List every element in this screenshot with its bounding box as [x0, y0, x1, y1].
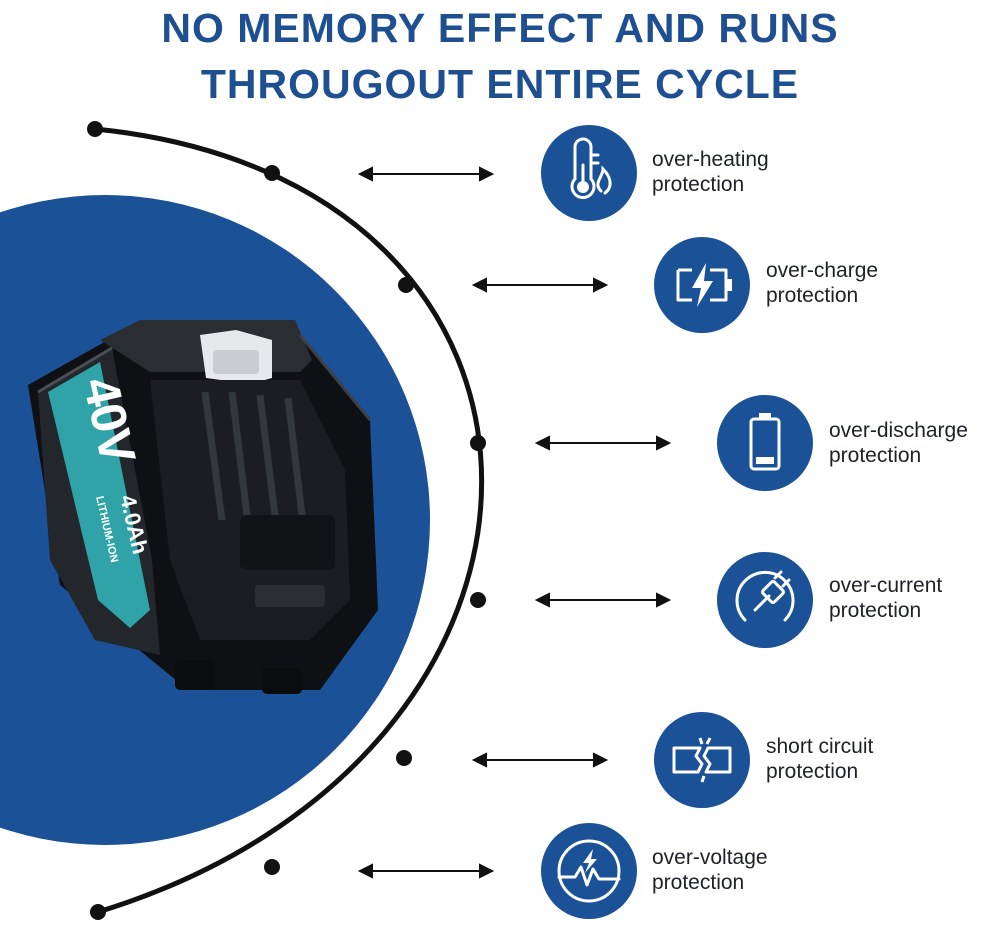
headline-line-2: THROUGOUT ENTIRE CYCLE [200, 61, 800, 107]
feature-over-heating-subtitle: protection [652, 173, 745, 196]
voltage-spike-icon [541, 823, 637, 919]
arrow-6 [357, 863, 495, 879]
feature-over-voltage-subtitle: protection [652, 871, 745, 894]
feature-over-current-title: over-current [829, 574, 943, 597]
protection-arc [92, 126, 484, 915]
arrow-4 [534, 592, 672, 608]
feature-over-discharge: over-discharge protection [829, 418, 968, 468]
battery-low-icon [717, 395, 813, 491]
arc-node-end [90, 904, 106, 920]
headline: NO MEMORY EFFECT AND RUNS THROUGOUT ENTI… [0, 0, 1000, 112]
feature-short-circuit-subtitle: protection [766, 760, 859, 783]
arc-node-6 [264, 859, 280, 875]
arc-node-2 [398, 277, 414, 293]
feature-over-current-subtitle: protection [829, 599, 922, 622]
battery-pack-image: 40V 4.0Ah LITHIUM-ION [28, 320, 378, 694]
arc-node-3 [470, 435, 486, 451]
feature-over-heating: over-heating protection [652, 147, 769, 197]
thermometer-flame-icon [541, 125, 637, 221]
arc-node-5 [396, 750, 412, 766]
arc-nodes [87, 121, 486, 920]
feature-over-charge: over-charge protection [766, 258, 878, 308]
feature-over-discharge-title: over-discharge [829, 419, 968, 442]
feature-short-circuit-title: short circuit [766, 735, 874, 758]
plug-icon [717, 552, 813, 648]
arc-node-4 [470, 592, 486, 608]
battery-bolt-icon [654, 237, 750, 333]
arrow-5 [471, 752, 609, 768]
feature-short-circuit: short circuit protection [766, 734, 873, 784]
feature-over-voltage-title: over-voltage [652, 846, 768, 869]
feature-over-current: over-current protection [829, 573, 942, 623]
feature-over-discharge-subtitle: protection [829, 444, 922, 467]
feature-over-charge-subtitle: protection [766, 284, 859, 307]
arc-node-start [87, 121, 103, 137]
arc-node-1 [264, 165, 280, 181]
feature-over-charge-title: over-charge [766, 259, 879, 282]
feature-over-voltage: over-voltage protection [652, 845, 768, 895]
arrow-1 [357, 166, 495, 182]
arrow-2 [471, 277, 609, 293]
arrow-3 [534, 435, 672, 451]
feature-over-heating-title: over-heating [652, 148, 769, 171]
headline-line-1: NO MEMORY EFFECT AND RUNS [161, 5, 839, 51]
broken-wire-icon [654, 712, 750, 808]
